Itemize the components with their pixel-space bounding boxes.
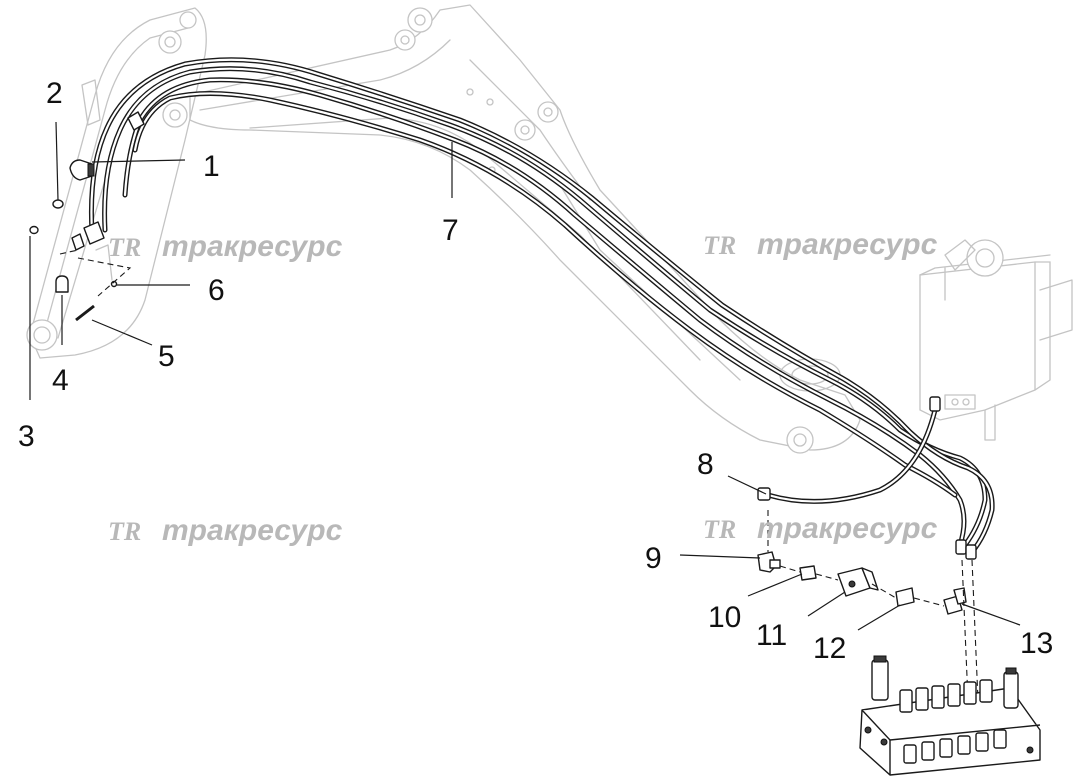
watermark-text: тракресурс — [162, 230, 343, 263]
boom-ghost — [189, 4, 861, 454]
arm-fittings — [29, 111, 145, 322]
callout-10: 10 — [708, 601, 741, 634]
callout-11: 11 — [756, 619, 787, 652]
tank-ghost — [919, 239, 1073, 441]
callout-4: 4 — [52, 364, 69, 397]
callout-13: 13 — [1020, 627, 1053, 660]
leader-lines — [29, 121, 1021, 631]
watermark-text: тракресурс — [757, 228, 938, 261]
control-valve-block — [859, 655, 1041, 776]
callout-8: 8 — [697, 448, 714, 481]
watermark-text: тракресурс — [162, 514, 343, 547]
watermark-text: тракресурс — [757, 512, 938, 545]
callout-5: 5 — [158, 340, 175, 373]
arm-ghost — [26, 7, 207, 359]
watermark-3: TR тракресурс — [108, 514, 343, 547]
watermark-logo: TR — [108, 517, 141, 546]
callout-3: 3 — [18, 420, 35, 453]
watermark-4: TR тракресурс — [703, 512, 938, 545]
watermark-1: TR тракресурс — [108, 230, 343, 263]
callout-6: 6 — [208, 274, 225, 307]
callout-7: 7 — [442, 214, 459, 247]
callout-1: 1 — [203, 150, 220, 183]
callout-2: 2 — [46, 77, 63, 110]
callout-9: 9 — [645, 542, 662, 575]
watermark-logo: TR — [108, 233, 141, 262]
callout-12: 12 — [813, 632, 846, 665]
lower-fittings — [757, 510, 979, 701]
valve-spools — [864, 679, 1034, 764]
callouts: 1 2 3 4 5 6 7 8 9 10 11 12 13 — [18, 77, 1053, 665]
watermark-2: TR тракресурс — [703, 228, 938, 261]
watermark-logo: TR — [703, 231, 736, 260]
watermark-logo: TR — [703, 515, 736, 544]
